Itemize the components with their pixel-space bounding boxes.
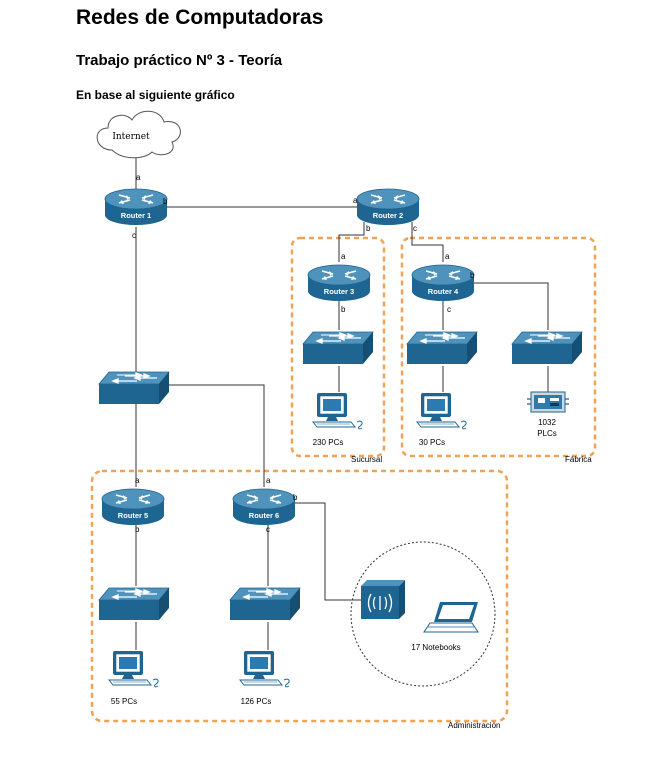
zone-fabrica — [400, 236, 597, 458]
intro-text: En base al siguiente gráfico — [76, 88, 235, 102]
sucursal-pcs-label: 230 PCs — [313, 438, 344, 447]
port-r4-b: b — [470, 271, 475, 280]
port-r6-b: b — [293, 493, 298, 502]
zone-fabrica-label: Fábrica — [565, 455, 592, 464]
port-r2-a: a — [353, 196, 358, 205]
notebooks-label: 17 Notebooks — [411, 643, 460, 652]
pc-icon-sucursal — [312, 392, 363, 430]
port-r4-a: a — [445, 252, 450, 261]
internet-label: Internet — [112, 132, 150, 142]
router-2[interactable]: Router 2 — [356, 188, 420, 226]
router-6-label: Router 6 — [249, 511, 279, 520]
pc-icon-router-5 — [108, 650, 159, 688]
port-r6-c: c — [266, 525, 270, 534]
router-3-label: Router 3 — [324, 287, 354, 296]
router-5[interactable]: Router 5 — [101, 488, 165, 526]
router-5-pcs-label: 55 PCs — [111, 697, 137, 706]
switch-router-6[interactable] — [229, 587, 301, 621]
port-r3-a: a — [341, 252, 346, 261]
router-6-pcs-label: 126 PCs — [241, 697, 272, 706]
router-6[interactable]: Router 6 — [232, 488, 296, 526]
wireless-zone — [350, 541, 496, 687]
router-4-label: Router 4 — [428, 287, 459, 296]
page-title: Redes de Computadoras — [76, 6, 324, 29]
switch-fabrica-pcs[interactable] — [406, 331, 478, 365]
port-r1-b: b — [163, 197, 168, 206]
port-r1-a: a — [136, 173, 141, 182]
router-4[interactable]: Router 4 — [411, 264, 475, 302]
switch-fabrica-plcs[interactable] — [511, 331, 583, 365]
port-r2-c: c — [413, 224, 417, 233]
wireless-ap-icon[interactable] — [361, 580, 405, 619]
router-2-label: Router 2 — [373, 211, 403, 220]
plcs-count-label: 1032 — [538, 418, 556, 427]
zone-sucursal — [290, 236, 386, 458]
notebook-icon — [423, 602, 479, 633]
switch-router-5[interactable] — [98, 587, 170, 621]
pc-icon-fabrica — [416, 392, 467, 430]
router-3[interactable]: Router 3 — [307, 264, 371, 302]
port-r6-a: a — [266, 476, 271, 485]
zone-administracion-label: Administración — [448, 721, 500, 730]
zone-administracion — [90, 469, 509, 723]
pc-icon-router-6 — [239, 650, 290, 688]
port-r5-a: a — [135, 476, 140, 485]
plc-icon — [527, 391, 569, 413]
network-links — [135, 152, 549, 650]
port-r2-b: b — [366, 224, 371, 233]
switch-sucursal[interactable] — [302, 331, 374, 365]
port-r3-b: b — [341, 305, 346, 314]
plcs-label: PLCs — [537, 429, 557, 438]
router-5-label: Router 5 — [118, 511, 148, 520]
zone-sucursal-label: Sucursal — [351, 455, 382, 464]
router-1[interactable]: Router 1 — [104, 188, 168, 226]
internet-cloud: Internet — [96, 110, 181, 159]
port-r1-c: c — [132, 231, 136, 240]
switch-core[interactable] — [98, 371, 170, 405]
router-1-label: Router 1 — [121, 211, 151, 220]
page-subtitle: Trabajo práctico Nº 3 - Teoría — [76, 52, 283, 69]
port-r5-b: b — [135, 525, 140, 534]
port-r4-c: c — [447, 305, 451, 314]
fabrica-pcs-label: 30 PCs — [419, 438, 445, 447]
